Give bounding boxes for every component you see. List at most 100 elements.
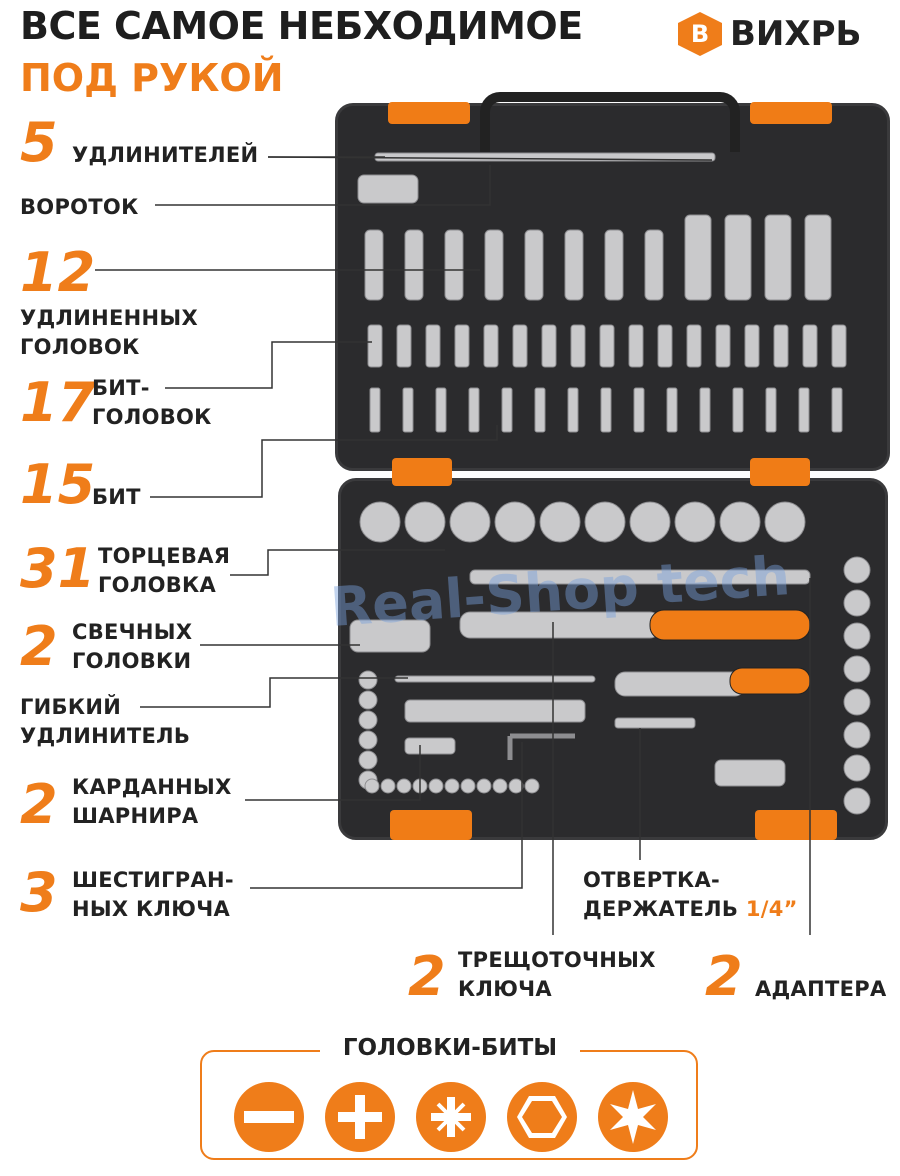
bit (798, 387, 810, 433)
socket (674, 501, 716, 543)
socket (843, 688, 871, 716)
deep-socket (644, 229, 664, 301)
count-hex-keys: 3 (20, 861, 58, 924)
bit (732, 387, 744, 433)
label-ratchets: ТРЕЩОТОЧНЫХ КЛЮЧА (458, 946, 656, 1004)
socket (539, 501, 581, 543)
socket (358, 670, 378, 690)
brand-name: ВИХРЬ (730, 14, 862, 54)
label-bit-sockets: БИТ-ГОЛОВОК (92, 374, 212, 432)
label-line: КЛЮЧА (458, 977, 552, 1001)
bit-socket (802, 324, 818, 368)
bit (567, 387, 579, 433)
label-line: УДЛИНИТЕЛЬ (20, 724, 191, 748)
label-adapters: АДАПТЕРА (755, 977, 887, 1001)
bit-socket (396, 324, 412, 368)
universal-joint (404, 737, 456, 755)
adapter (357, 174, 419, 204)
socket (359, 501, 401, 543)
slotted-icon (234, 1082, 304, 1152)
bit-socket (367, 324, 383, 368)
leader-line (245, 745, 421, 801)
brand-logo: В ВИХРЬ (678, 12, 861, 56)
bit-socket (628, 324, 644, 368)
socket (396, 778, 412, 794)
hex-icon (507, 1082, 577, 1152)
hinge (750, 458, 810, 486)
extension (469, 569, 811, 585)
deep-socket (404, 229, 424, 301)
label-line: ТОРЦЕВАЯ (98, 544, 231, 568)
bit (369, 387, 381, 433)
bit-driver (614, 717, 696, 729)
ratchet (614, 671, 746, 697)
leader-line (250, 742, 523, 889)
leader-line (140, 677, 408, 708)
socket (843, 589, 871, 617)
deep-socket (724, 214, 752, 301)
socket (358, 690, 378, 710)
bit (402, 387, 414, 433)
count-ratchets: 2 (408, 945, 446, 1008)
socket (584, 501, 626, 543)
count-deep-sockets: 12 (20, 241, 96, 304)
label-line: ТРЕЩОТОЧНЫХ (458, 948, 656, 972)
label-hex-keys: ШЕСТИГРАН-НЫХ КЛЮЧА (72, 866, 234, 924)
socket (380, 778, 396, 794)
count-extensions: 5 (20, 111, 58, 174)
pozidriv-icon (416, 1082, 486, 1152)
bit-socket (512, 324, 528, 368)
ratchet-handle (729, 667, 811, 695)
label-line: УДЛИНЕННЫХ (20, 306, 198, 330)
bit-socket (686, 324, 702, 368)
bit (534, 387, 546, 433)
deep-socket (484, 229, 504, 301)
spark-plug-socket (349, 619, 431, 653)
bit (831, 387, 843, 433)
label-line: ДЕРЖАТЕЛЬ (583, 897, 739, 921)
socket (358, 710, 378, 730)
count-bit-sockets: 17 (20, 371, 96, 434)
socket (843, 754, 871, 782)
socket (449, 501, 491, 543)
bit (633, 387, 645, 433)
label-bits: БИТ (92, 485, 141, 509)
bit (666, 387, 678, 433)
bit-socket (541, 324, 557, 368)
socket (524, 778, 540, 794)
socket (444, 778, 460, 794)
deep-socket (444, 229, 464, 301)
count-spark-sockets: 2 (20, 615, 58, 678)
leader-line (155, 165, 491, 206)
count-adapters: 2 (705, 945, 743, 1008)
socket (508, 778, 524, 794)
hinge (392, 458, 452, 486)
latch (750, 102, 832, 124)
latch (390, 810, 472, 840)
leader-line (230, 549, 445, 576)
bit-types-title: ГОЛОВКИ-БИТЫ (320, 1035, 580, 1061)
bit (501, 387, 513, 433)
latch (755, 810, 837, 840)
bit (435, 387, 447, 433)
deep-socket (564, 229, 584, 301)
socket (843, 787, 871, 815)
drive-size: 1/4” (745, 897, 798, 921)
torx-icon (598, 1082, 668, 1152)
socket (358, 730, 378, 750)
label-line: ГОЛОВОК (20, 335, 140, 359)
label-deep-sockets: УДЛИНЕННЫХ ГОЛОВОК (20, 304, 198, 362)
bit-socket (483, 324, 499, 368)
deep-socket (804, 214, 832, 301)
bit-socket (570, 324, 586, 368)
count-universal-joints: 2 (20, 773, 58, 836)
label-line: ГОЛОВОК (92, 405, 212, 429)
socket (476, 778, 492, 794)
bit-socket (831, 324, 847, 368)
label-line: КАРДАННЫХ (72, 775, 232, 799)
deep-socket (604, 229, 624, 301)
bit (600, 387, 612, 433)
